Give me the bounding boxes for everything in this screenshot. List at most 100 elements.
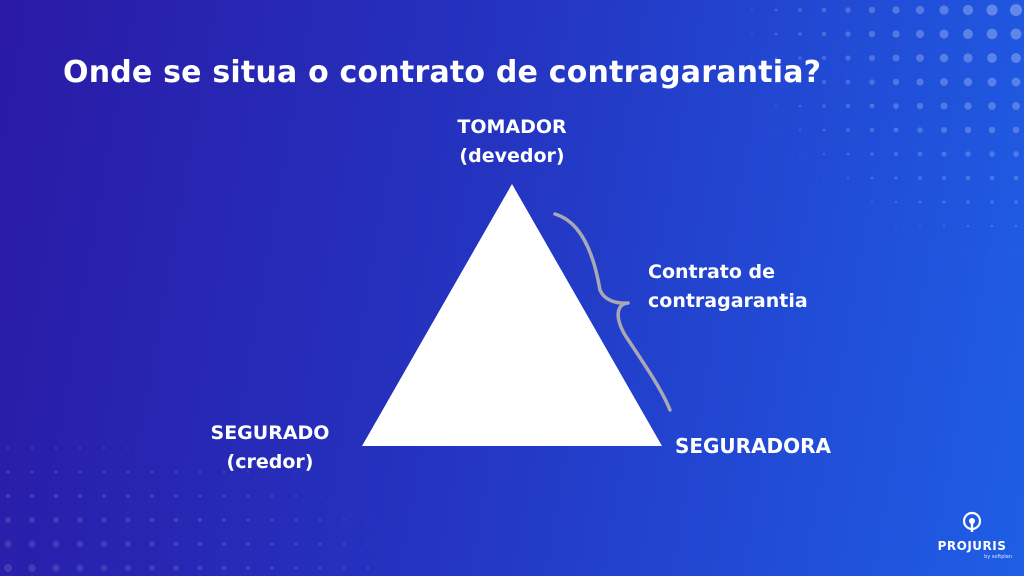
decorative-dot [798,104,802,108]
decorative-dot [964,102,972,110]
decorative-dot [846,176,850,180]
decorative-dot [991,249,993,251]
decorative-dot [246,470,250,474]
decorative-dot [52,564,60,572]
decorative-dot [892,30,900,38]
decorative-dot [198,470,202,474]
decorative-dot [846,152,850,156]
decorative-dot [845,7,851,13]
decorative-dot [846,128,850,132]
decorative-dot [963,29,973,39]
vertex-label-tomador: TOMADOR (devedor) [432,113,592,171]
decorative-dot [6,470,10,474]
decorative-dot [940,126,948,134]
decorative-dot [893,127,899,133]
decorative-dot [1012,126,1020,134]
decorative-dot [391,543,393,545]
decorative-dot [1010,4,1022,16]
bracket-label-contrato: Contrato de contragarantia [648,258,808,316]
decorative-dot [869,79,875,85]
decorative-dot [798,8,802,12]
decorative-dot [822,152,826,156]
decorative-dot [1013,175,1019,181]
decorative-dot [150,494,154,498]
decorative-dot [76,564,84,572]
decorative-dot [895,225,897,227]
decorative-dot [1012,102,1020,110]
decorative-dot [126,470,130,474]
decorative-dot [343,495,345,497]
decorative-dot [126,446,130,450]
decorative-dot [367,495,369,497]
contrato-line-1: Contrato de [648,261,776,283]
decorative-dot [101,517,107,523]
decorative-dot [125,517,131,523]
decorative-dot [869,103,875,109]
decorative-dot [100,540,108,548]
decorative-dot [78,446,82,450]
segurado-role: SEGURADO [210,422,330,444]
decorative-dot [892,54,900,62]
tomador-description: (devedor) [459,145,565,167]
segurado-description: (credor) [226,451,314,473]
decorative-dot [988,102,996,110]
decorative-dot [175,447,177,449]
decorative-dot [173,517,179,523]
decorative-dot [774,32,778,36]
decorative-dot [1011,53,1021,63]
decorative-dot [246,494,250,498]
decorative-dot [940,102,948,110]
decorative-dot [53,517,59,523]
decorative-dot [294,518,298,522]
decorative-dot [28,564,36,572]
decorative-dot [222,518,226,522]
decorative-dot [965,175,971,181]
decorative-dot [342,542,346,546]
decorative-dot [822,104,826,108]
decorative-dot [76,540,84,548]
decorative-dot [847,201,849,203]
decorative-dot [916,102,924,110]
decorative-dot [939,5,949,15]
decorative-dot [223,447,225,449]
decorative-dot [199,447,201,449]
decorative-dot [150,470,154,474]
decorative-dot [125,493,131,499]
decorative-dot [1015,249,1017,251]
decorative-dot [774,80,778,84]
decorative-dot [869,127,875,133]
decorative-dot [774,56,778,60]
decorative-dot [4,564,12,572]
decorative-dot [29,493,35,499]
decorative-dot [78,470,82,474]
decorative-dot [1014,224,1018,228]
decorative-dot [915,5,925,15]
decorative-dot [894,176,898,180]
decorative-dot [868,6,876,14]
decorative-dot [319,471,321,473]
decorative-dot [941,175,947,181]
decorative-dot [149,541,155,547]
decorative-dot [52,540,60,548]
decorative-dot [54,470,58,474]
decorative-dot [28,540,36,548]
decorative-dot [871,201,873,203]
decorative-dot [245,565,251,571]
decorative-dot [246,542,250,546]
decorative-dot [962,4,974,16]
decorative-dot [988,126,996,134]
decorative-dot [149,517,155,523]
decorative-dot [915,29,925,39]
decorative-dot [775,129,777,131]
decorative-dot [919,225,921,227]
decorative-dot [294,566,298,570]
decorative-dot [415,567,417,569]
decorative-dot [53,493,59,499]
decorative-dot [823,177,825,179]
decorative-dot [964,126,972,134]
contrato-line-2: contragarantia [648,290,808,312]
tomador-role: TOMADOR [457,116,567,138]
decorative-dot [77,517,83,523]
